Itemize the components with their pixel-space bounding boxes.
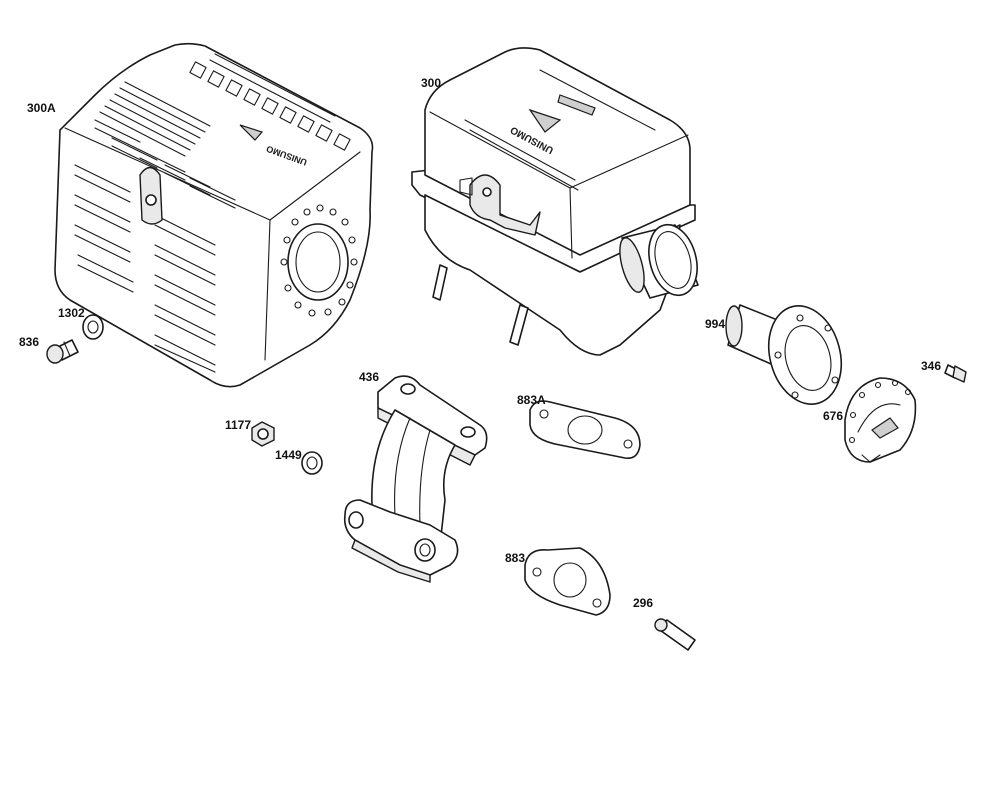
callout-836: 836 (19, 335, 40, 349)
part-1177-nut (251, 421, 275, 447)
part-296-dowel-pin (654, 618, 696, 651)
part-883-gasket (524, 547, 611, 616)
part-676-muffler-cap (844, 377, 917, 463)
callout-883A: 883A (517, 393, 546, 407)
callout-296: 296 (633, 596, 654, 610)
callout-994: 994 (705, 317, 726, 331)
part-346-screw (944, 364, 967, 383)
callout-436: 436 (359, 370, 380, 384)
callout-1177: 1177 (225, 418, 252, 432)
part-436-exhaust-manifold (343, 375, 488, 583)
part-300A-muffler-heat-shield: UNISUMO (54, 42, 374, 388)
part-883A-gasket (529, 400, 641, 460)
callout-300: 300 (421, 76, 442, 90)
part-300-muffler: UNISUMO (411, 47, 699, 356)
callout-1302: 1302 (58, 306, 85, 320)
part-836-flange-bolt (46, 339, 79, 364)
callout-676: 676 (823, 409, 844, 423)
callout-1449: 1449 (275, 448, 302, 462)
callout-883: 883 (505, 551, 526, 565)
part-994-spark-arrester (725, 304, 842, 405)
callout-300A: 300A (27, 101, 56, 115)
part-1302-washer (82, 314, 104, 340)
callout-346: 346 (921, 359, 942, 373)
part-1449-washer (301, 451, 323, 475)
